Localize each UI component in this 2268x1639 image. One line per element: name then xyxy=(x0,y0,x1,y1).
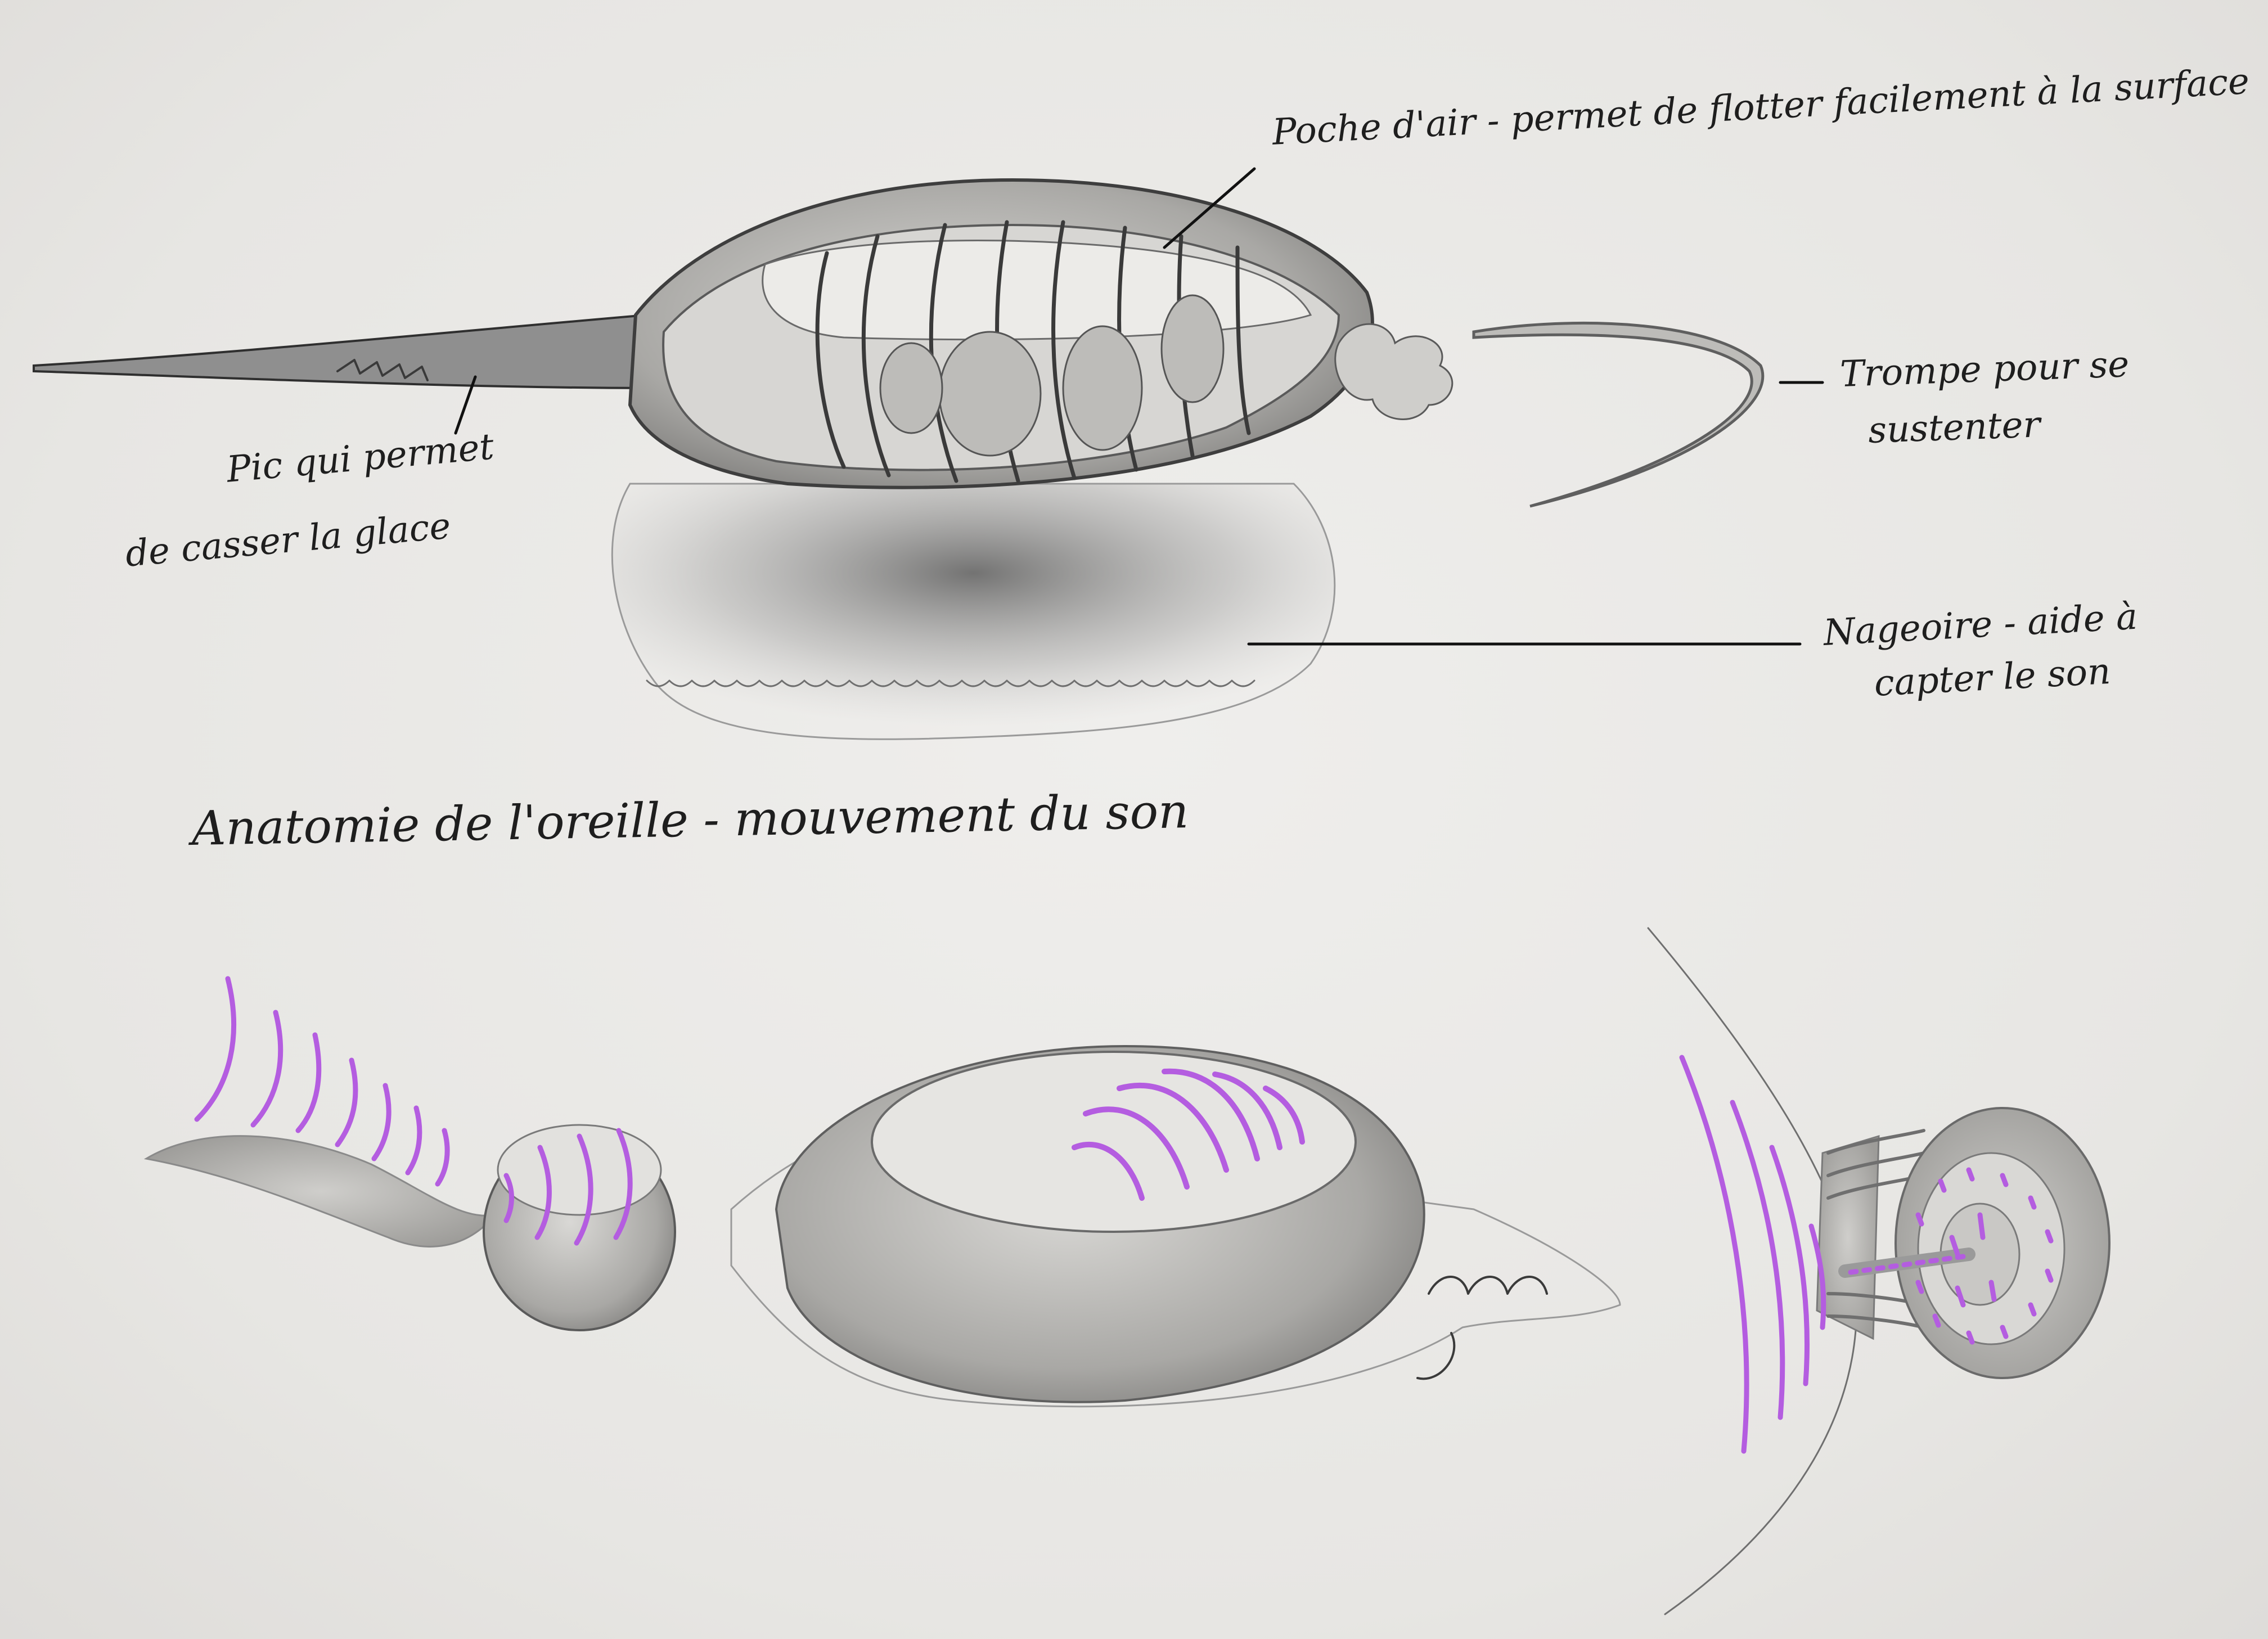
trunk-label-line2: sustenter xyxy=(1868,404,2041,452)
ear-canal-illustration xyxy=(146,979,675,1330)
trunk-shape xyxy=(1474,323,1763,506)
spike-shape xyxy=(34,315,658,388)
fin-shape xyxy=(612,484,1334,739)
ear-chamber-illustration xyxy=(731,1046,1620,1407)
cochlea-illustration xyxy=(1648,928,2109,1614)
